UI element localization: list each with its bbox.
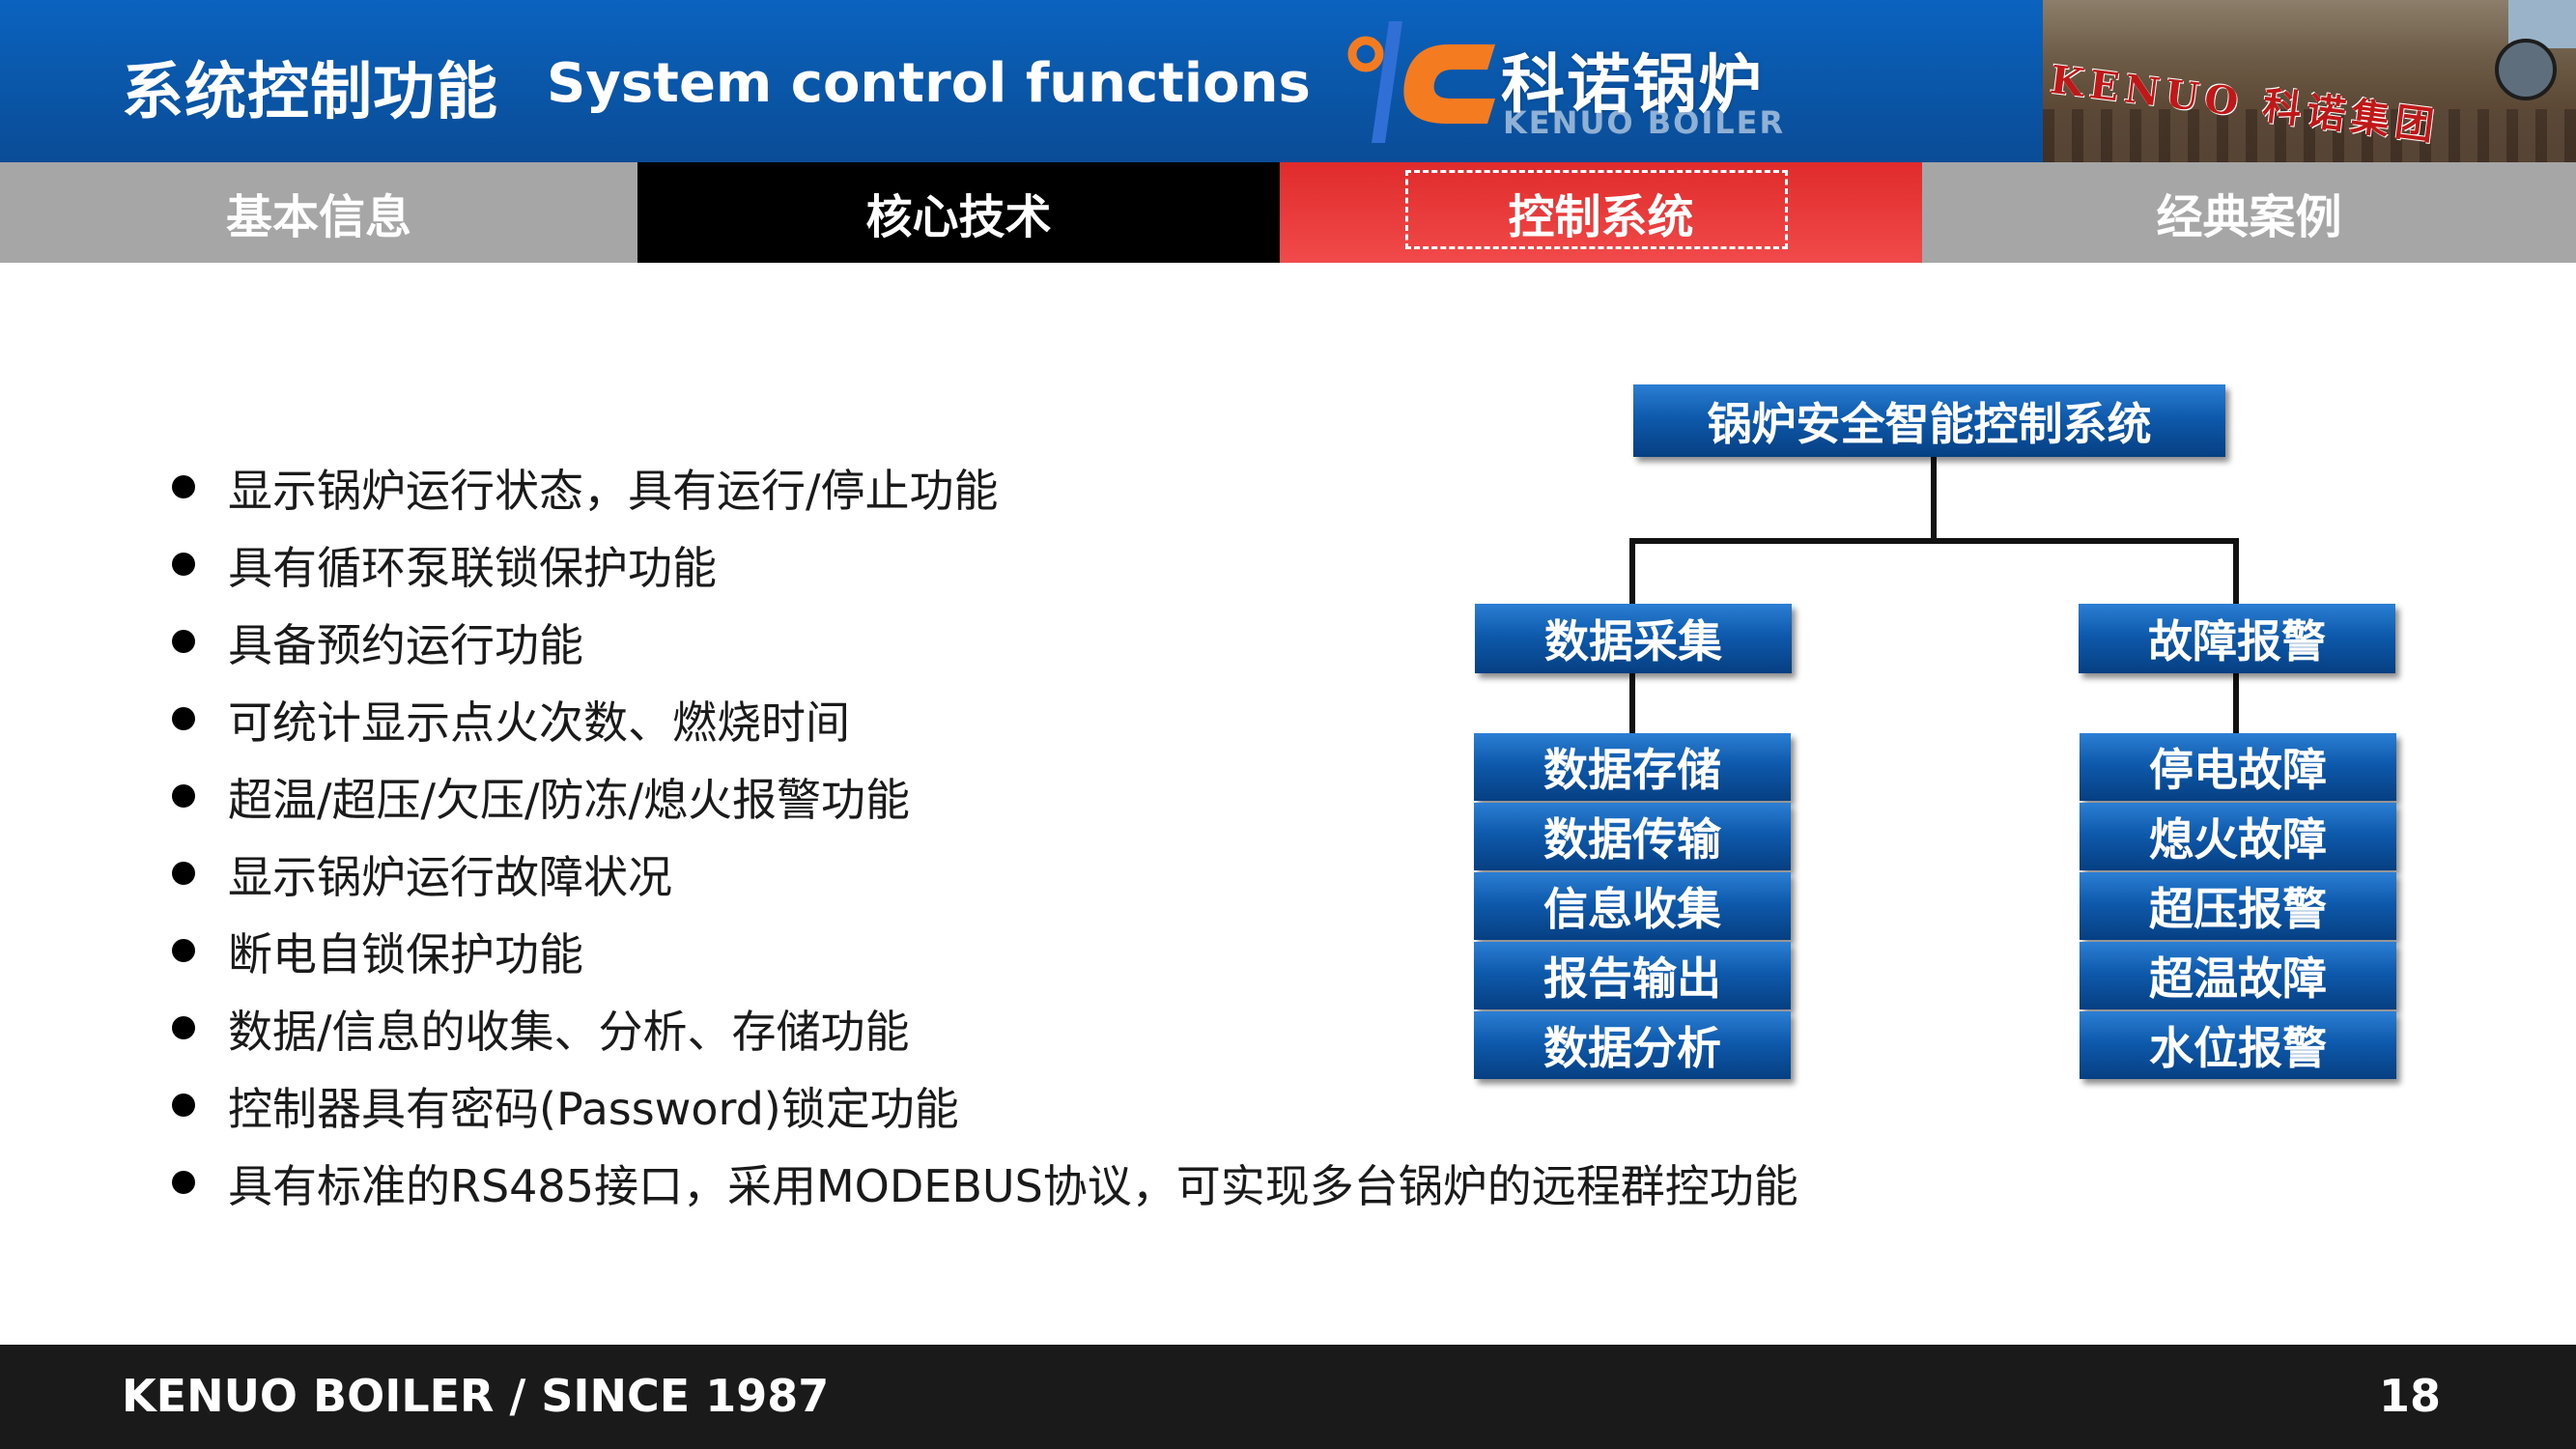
diagram-leaf-node: 数据传输: [1474, 803, 1791, 870]
bullet-dot-icon: [172, 1094, 195, 1117]
diagram-leaf-node: 超压报警: [2080, 872, 2396, 940]
diagram-leaf-node: 数据分析: [1474, 1011, 1791, 1079]
tab-classic-cases[interactable]: 经典案例: [1922, 162, 2576, 263]
tab-label: 经典案例: [2156, 190, 2342, 244]
bullet-dot-icon: [172, 784, 195, 808]
bullet-dot-icon: [172, 553, 195, 576]
list-item: 数据/信息的收集、分析、存储功能: [170, 995, 1812, 1058]
footer-company-text: KENUO BOILER / SINCE 1987: [122, 1370, 830, 1422]
company-emblem-icon: [2495, 39, 2557, 100]
tab-label: 核心技术: [865, 190, 1052, 244]
kenuo-logo: 科诺锅炉 KENUO BOILER: [1343, 15, 1797, 149]
list-item: 具有循环泵联锁保护功能: [170, 531, 1812, 594]
tab-label: 控制系统: [1508, 190, 1694, 244]
page-title-en: System control functions: [547, 52, 1311, 115]
kenuo-logo-mark-icon: [1347, 21, 1495, 143]
logo-text-en: KENUO BOILER: [1503, 104, 1786, 141]
diagram-leaf-node: 停电故障: [2080, 733, 2396, 801]
list-item-text: 数据/信息的收集、分析、存储功能: [228, 1006, 910, 1058]
factory-photo: KENUO 科诺集团: [2043, 0, 2576, 162]
list-item-text: 可统计显示点火次数、燃烧时间: [228, 696, 850, 749]
tab-label: 基本信息: [225, 190, 411, 244]
list-item: 显示锅炉运行状态，具有运行/停止功能: [170, 454, 1812, 517]
diagram-leaf-node: 水位报警: [2080, 1011, 2396, 1079]
tab-control-system[interactable]: 控制系统: [1280, 162, 1922, 263]
page-number: 18: [2378, 1370, 2441, 1422]
list-item: 超温/超压/欠压/防冻/熄火报警功能: [170, 763, 1812, 826]
bullet-dot-icon: [172, 939, 195, 962]
list-item: 可统计显示点火次数、燃烧时间: [170, 686, 1812, 749]
diagram-leaf-node: 数据存储: [1474, 733, 1791, 801]
list-item-text: 断电自锁保护功能: [228, 928, 583, 980]
tab-core-technology[interactable]: 核心技术: [637, 162, 1280, 263]
list-item-text: 具备预约运行功能: [228, 619, 583, 671]
bullet-dot-icon: [172, 862, 195, 885]
diagram-leaf-node: 报告输出: [1474, 942, 1791, 1009]
diagram-leaf-node: 超温故障: [2080, 942, 2396, 1009]
list-item-text: 控制器具有密码(Password)锁定功能: [228, 1083, 959, 1135]
bullet-dot-icon: [172, 707, 195, 730]
bullet-dot-icon: [172, 1016, 195, 1039]
list-item: 断电自锁保护功能: [170, 918, 1812, 980]
list-item-text: 超温/超压/欠压/防冻/熄火报警功能: [228, 774, 910, 826]
diagram-leaf-node: 熄火故障: [2080, 803, 2396, 870]
bullet-dot-icon: [172, 630, 195, 653]
list-item: 控制器具有密码(Password)锁定功能: [170, 1072, 1812, 1135]
tab-basic-info[interactable]: 基本信息: [0, 162, 637, 263]
footer-bar: KENUO BOILER / SINCE 1987 18: [0, 1345, 2576, 1449]
page-title-cn: 系统控制功能: [122, 57, 498, 128]
list-item: 具有标准的RS485接口，采用MODEBUS协议，可实现多台锅炉的远程群控功能: [170, 1150, 1812, 1212]
section-tabs: 基本信息 核心技术 控制系统 经典案例: [0, 162, 2576, 263]
list-item-text: 显示锅炉运行状态，具有运行/停止功能: [228, 465, 999, 517]
diagram-leaf-node: 信息收集: [1474, 872, 1791, 940]
list-item-text: 具有循环泵联锁保护功能: [228, 542, 717, 594]
logo-text-cn: 科诺锅炉: [1501, 47, 1764, 122]
diagram-node-data-collection: 数据采集: [1475, 604, 1792, 673]
list-item-text: 具有标准的RS485接口，采用MODEBUS协议，可实现多台锅炉的远程群控功能: [228, 1160, 1798, 1212]
diagram-root-node: 锅炉安全智能控制系统: [1633, 384, 2225, 457]
header-bar: 系统控制功能 System control functions 科诺锅炉 KEN…: [0, 0, 2576, 162]
bullet-dot-icon: [172, 475, 195, 498]
list-item: 具备预约运行功能: [170, 609, 1812, 671]
list-item: 显示锅炉运行故障状况: [170, 840, 1812, 903]
active-tab-focus-outline: [1405, 170, 1788, 249]
list-item-text: 显示锅炉运行故障状况: [228, 851, 672, 903]
bullet-dot-icon: [172, 1171, 195, 1194]
diagram-node-fault-alarm: 故障报警: [2079, 604, 2395, 673]
